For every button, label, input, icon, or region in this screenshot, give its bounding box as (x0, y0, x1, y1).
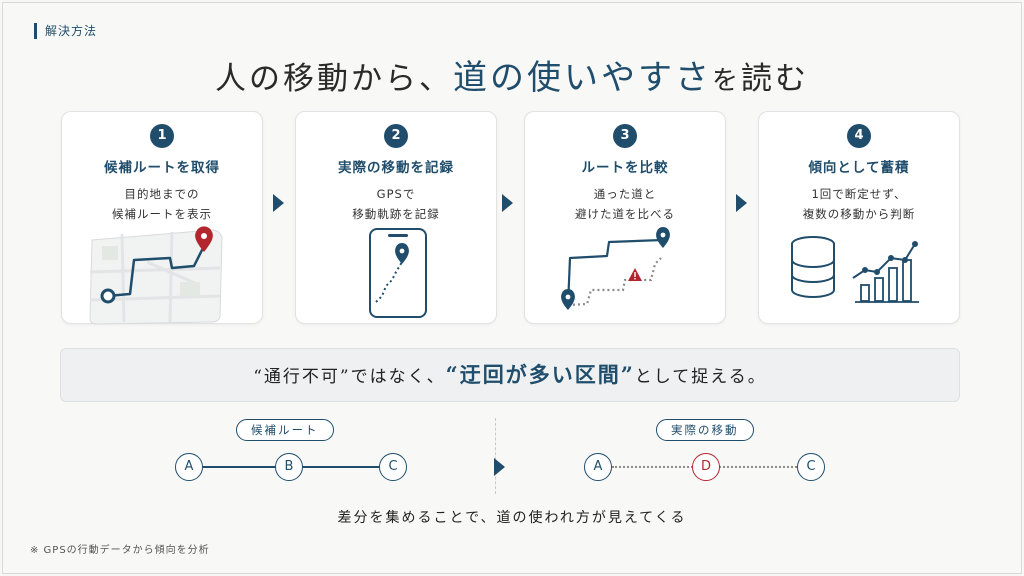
step-card-1: 1 候補ルートを取得 目的地までの 候補ルートを表示 (61, 111, 263, 325)
step-arrow-1 (273, 194, 284, 212)
banner-highlight: “迂回が多い区間” (445, 362, 635, 387)
step-card-3: 3 ルートを比較 通った道と 避けた道を比べる (524, 111, 726, 324)
step-desc-4: 1回で断定せず、 複数の移動から判断 (759, 184, 959, 224)
headline-particle: を (711, 66, 741, 96)
step-desc-4-line-2: 複数の移動から判断 (802, 207, 916, 221)
map-route-icon (89, 226, 223, 325)
step-desc-3-line-2: 避けた道を比べる (575, 207, 675, 221)
step-desc-2-line-1: GPSで (376, 187, 416, 201)
step-desc-2-line-2: 移動軌跡を記録 (352, 207, 440, 221)
step-desc-1-line-2: 候補ルートを表示 (112, 207, 212, 221)
phone-gps-icon (369, 228, 427, 318)
step-number-1: 1 (150, 124, 174, 148)
headline-pre: 人の移動から、 (214, 61, 453, 97)
step-desc-1-line-1: 目的地までの (124, 187, 200, 201)
actual-node-c: C (797, 453, 825, 481)
actual-node-d: D (692, 453, 720, 481)
step-card-4: 4 傾向として蓄積 1回で断定せず、 複数の移動から判断 (758, 111, 960, 324)
step-title-2: 実際の移動を記録 (338, 160, 454, 176)
step-desc-1: 目的地までの 候補ルートを表示 (62, 184, 262, 224)
candidate-node-a: A (175, 453, 203, 481)
database-chart-icon (791, 236, 919, 303)
step-desc-2: GPSで 移動軌跡を記録 (296, 184, 496, 224)
route-compare-icon (561, 227, 670, 310)
candidate-node-c: C (379, 453, 407, 481)
compare-divider (495, 418, 496, 494)
step-number-2: 2 (384, 124, 408, 148)
banner-pre: “通行不可”ではなく、 (253, 367, 446, 387)
step-arrow-2 (502, 194, 513, 212)
compare-arrow (494, 458, 505, 476)
step-desc-3-line-1: 通った道と (593, 187, 657, 201)
headline-post: 読む (741, 61, 809, 97)
section-label: 解決方法 (34, 23, 97, 39)
step-number-4: 4 (847, 124, 871, 148)
actual-node-a: A (584, 453, 612, 481)
actual-movement-label: 実際の移動 (656, 419, 754, 441)
step-arrow-3 (736, 194, 747, 212)
step-desc-4-line-1: 1回で断定せず、 (811, 187, 907, 201)
headline-highlight: 道の使いやすさ (452, 58, 712, 98)
footnote: ※ GPSの行動データから傾向を分析 (30, 545, 210, 556)
candidate-route-label: 候補ルート (236, 419, 334, 441)
step-card-2: 2 実際の移動を記録 GPSで 移動軌跡を記録 (295, 111, 497, 324)
key-message-banner: “通行不可”ではなく、“迂回が多い区間”として捉える。 (60, 348, 960, 402)
step-desc-3: 通った道と 避けた道を比べる (525, 184, 725, 224)
step-title-3: ルートを比較 (581, 160, 669, 176)
headline: 人の移動から、道の使いやすさを読む (0, 50, 1024, 99)
step-number-3: 3 (613, 124, 637, 148)
conclusion-text: 差分を集めることで、道の使われ方が見えてくる (337, 510, 687, 526)
banner-post: として捉える。 (634, 367, 767, 387)
candidate-node-b: B (275, 453, 303, 481)
step-title-1: 候補ルートを取得 (104, 160, 220, 176)
step-title-4: 傾向として蓄積 (808, 160, 910, 176)
